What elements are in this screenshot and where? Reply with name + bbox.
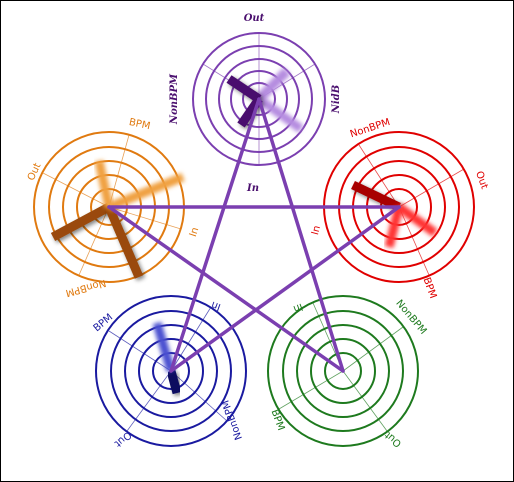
node-purple-label-out: Out <box>244 13 265 24</box>
node-red-label-out: Out <box>473 170 490 191</box>
node-orange-label-bpm: BPM <box>128 117 151 132</box>
spokes <box>50 160 185 279</box>
node-red-label-in: In <box>310 224 323 236</box>
pentagram-connectors <box>107 97 401 373</box>
node-green-label-bpm: BPM <box>268 408 286 432</box>
axis-lines <box>278 302 404 432</box>
node-blue: Out In BPM NonBPM <box>92 295 247 449</box>
axis-lines <box>42 134 182 276</box>
node-orange-label-nonbpm: NonBPM <box>64 277 107 298</box>
node-purple: Out In NonBPM NidB <box>169 13 342 194</box>
connector-red-blue <box>169 205 401 373</box>
node-blue-label-nonbpm: NonBPM <box>220 398 245 441</box>
node-orange-label-out: Out <box>26 161 44 182</box>
node-orange-label-in: In <box>188 226 201 238</box>
node-green-label-nonbpm: NonBPM <box>393 298 428 337</box>
connector-orange-green <box>107 205 345 373</box>
node-blue-label-bpm: BPM <box>92 312 116 334</box>
spokes <box>287 333 393 413</box>
node-red-label-bpm: BPM <box>420 276 438 300</box>
spokes <box>125 321 227 395</box>
node-purple-label-in: In <box>246 183 259 194</box>
connector-purple-blue <box>169 97 261 373</box>
axis-lines <box>108 306 228 432</box>
connector-purple-green <box>257 97 345 373</box>
node-blue-label-in: In <box>210 299 222 313</box>
spokes <box>351 177 438 249</box>
node-green-label-in: In <box>292 301 304 315</box>
node-purple-label-bpm: NonBPM <box>169 73 180 125</box>
node-green: Out In BPM NonBPM <box>267 295 428 449</box>
node-purple-label-nonbpm: NidB <box>331 85 342 114</box>
node-blue-label-out: Out <box>112 429 133 449</box>
